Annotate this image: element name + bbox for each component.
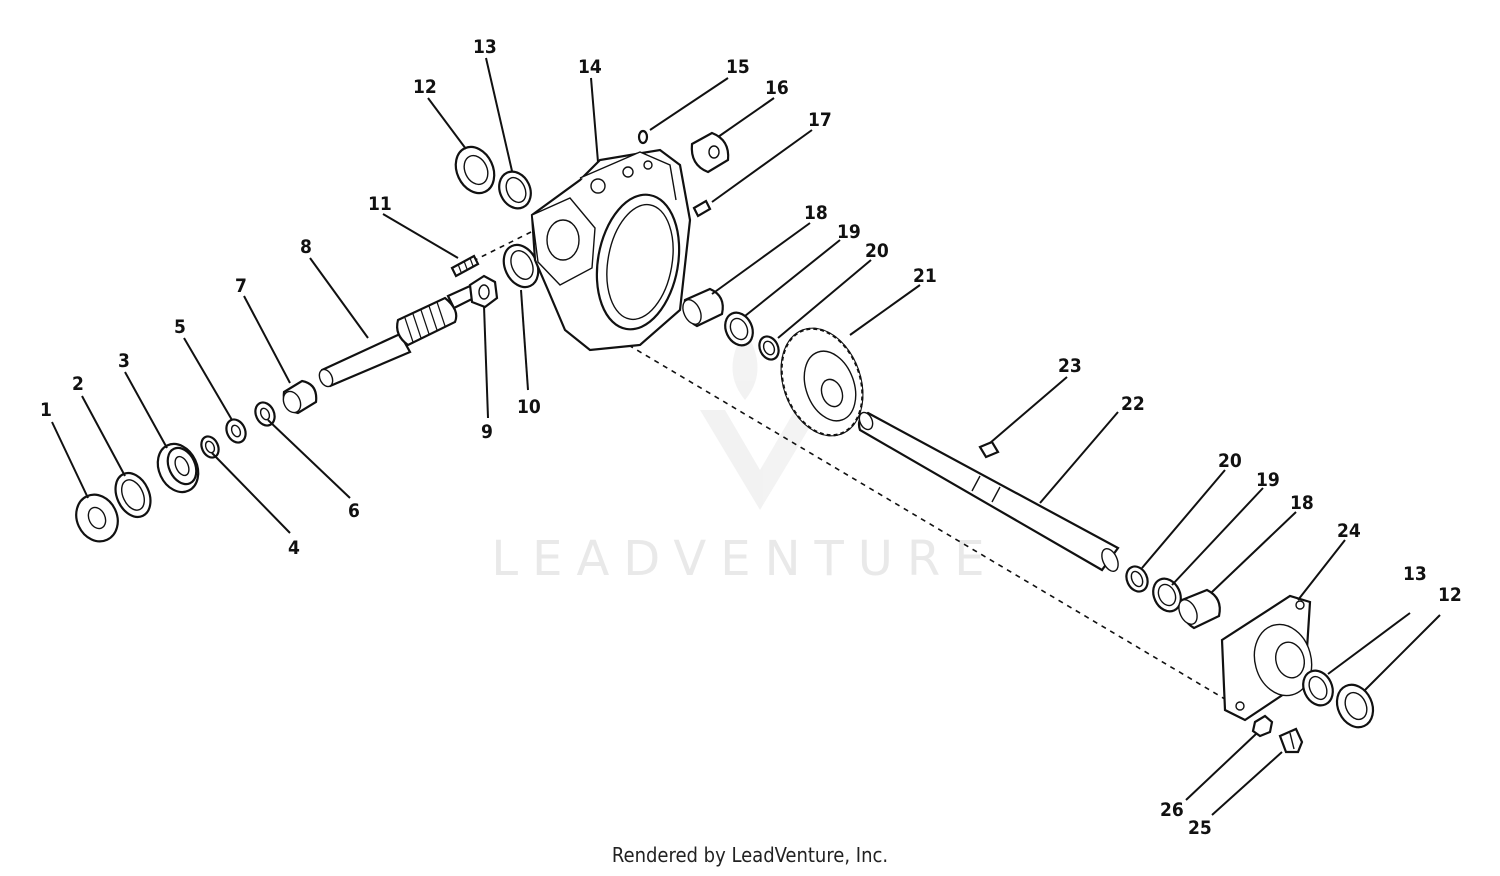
callout-15: 15 <box>726 56 750 78</box>
part-19-washer-lower <box>1152 577 1182 613</box>
part-23-key <box>978 440 1000 459</box>
callout-22: 22 <box>1121 393 1145 415</box>
callout-18-lower: 18 <box>1290 492 1314 514</box>
callout-16: 16 <box>765 77 789 99</box>
part-7-bushing <box>282 379 318 415</box>
callout-9: 9 <box>481 421 493 443</box>
footer-credit: Rendered by LeadVenture, Inc. <box>611 843 889 867</box>
part-14-gear-housing <box>530 148 692 352</box>
callout-6: 6 <box>348 500 360 522</box>
callout-4: 4 <box>288 537 300 559</box>
part-24-cover <box>1220 594 1313 722</box>
callout-19-upper: 19 <box>837 221 861 243</box>
part-25-bolt <box>1278 727 1304 754</box>
callout-23: 23 <box>1058 355 1082 377</box>
callout-1: 1 <box>40 399 52 421</box>
callout-10: 10 <box>517 396 541 418</box>
part-13-bearing-top <box>498 170 532 210</box>
callout-numbers: 1 2 3 4 5 6 7 8 9 11 10 12 13 14 15 16 1… <box>40 36 1462 839</box>
part-16-plug <box>690 131 730 174</box>
assembly-lines <box>454 224 1236 706</box>
callout-7: 7 <box>235 275 247 297</box>
part-4-washer <box>200 435 220 459</box>
callout-3: 3 <box>118 350 130 372</box>
part-17-fitting <box>692 199 712 218</box>
part-26-nut <box>1251 714 1274 738</box>
part-12-seal-top <box>454 145 496 195</box>
part-2-ring <box>114 471 152 519</box>
part-11-set-screw <box>450 254 480 278</box>
callout-12-lower: 12 <box>1438 584 1462 606</box>
part-19-washer-upper <box>724 311 754 347</box>
callout-18-upper: 18 <box>804 202 828 224</box>
callout-21: 21 <box>913 265 937 287</box>
watermark-text: LEADVENTURE <box>491 531 998 587</box>
part-21-worm-gear <box>780 327 864 437</box>
part-20-ring-lower <box>1125 565 1149 593</box>
part-22-axle <box>857 411 1120 572</box>
callout-11: 11 <box>368 193 392 215</box>
callout-2: 2 <box>72 373 84 395</box>
callout-14: 14 <box>578 56 602 78</box>
leadventure-watermark: LEADVENTURE <box>491 330 998 587</box>
part-20-ring-upper <box>758 335 780 361</box>
leader-lines <box>51 57 1441 816</box>
part-8-worm-shaft <box>318 284 476 388</box>
callout-5: 5 <box>174 316 186 338</box>
callout-26: 26 <box>1160 799 1184 821</box>
callout-12-top: 12 <box>413 76 437 98</box>
callout-20-lower: 20 <box>1218 450 1242 472</box>
part-18-bushing-upper <box>682 287 724 328</box>
part-13-bearing-lower <box>1302 669 1334 707</box>
part-12-seal-lower <box>1335 683 1375 729</box>
callout-24: 24 <box>1337 520 1361 542</box>
callout-20-upper: 20 <box>865 240 889 262</box>
leadventure-logo-icon <box>700 330 820 510</box>
callout-13-top: 13 <box>473 36 497 58</box>
part-18-bushing-lower <box>1178 588 1221 630</box>
part-3-bearing <box>156 442 200 494</box>
part-5-washer <box>225 418 247 444</box>
callout-13-lower: 13 <box>1403 563 1427 585</box>
callout-17: 17 <box>808 109 832 131</box>
part-9-nut <box>468 274 499 309</box>
callout-25: 25 <box>1188 817 1212 839</box>
part-15-pin <box>637 129 649 145</box>
callout-19-lower: 19 <box>1256 469 1280 491</box>
part-6-washer <box>254 401 276 427</box>
callout-8: 8 <box>300 236 312 258</box>
